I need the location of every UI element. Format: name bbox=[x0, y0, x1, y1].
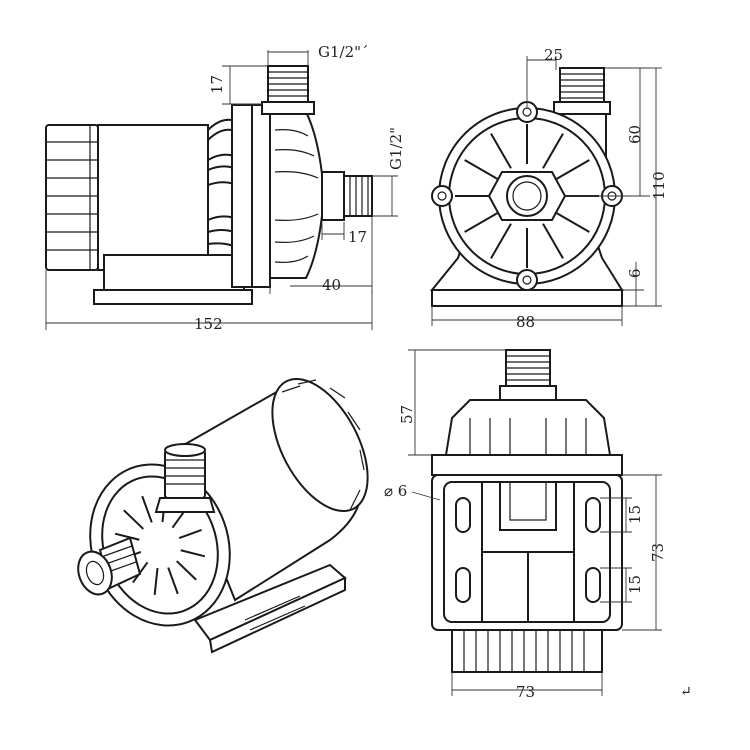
housing-rib bbox=[178, 528, 202, 539]
return-marker: ↵ bbox=[680, 684, 692, 700]
width-17-label: 17 bbox=[348, 228, 367, 246]
length-40-label: 40 bbox=[322, 276, 341, 294]
housing-rib bbox=[123, 509, 144, 530]
height-110-label: 110 bbox=[650, 171, 668, 200]
slot-15-bottom-label: 15 bbox=[626, 575, 644, 594]
total-152-label: 152 bbox=[194, 315, 223, 333]
housing-rib bbox=[464, 159, 500, 181]
housing-rib bbox=[167, 567, 179, 595]
housing-rib bbox=[464, 211, 500, 233]
housing-rib bbox=[141, 495, 153, 523]
base-6-label: 6 bbox=[626, 268, 644, 278]
housing-rib bbox=[542, 133, 564, 169]
offset-25-label: 25 bbox=[544, 46, 563, 64]
housing-rib bbox=[114, 532, 140, 541]
width-88-label: 88 bbox=[516, 313, 535, 331]
housing-rib bbox=[542, 223, 564, 259]
thread-top-label: G1/2"´ bbox=[318, 43, 369, 61]
isometric-view bbox=[77, 377, 369, 654]
height-17-label: 17 bbox=[208, 75, 226, 94]
width-73-label: 73 bbox=[516, 683, 535, 701]
slot-15-top-label: 15 bbox=[626, 505, 644, 524]
front-view: 25 60 110 6 88 bbox=[429, 46, 668, 331]
height-60-label: 60 bbox=[626, 125, 644, 144]
housing-rib bbox=[554, 159, 590, 181]
housing-rib bbox=[490, 223, 512, 259]
bottom-view: 57 ⌀ 6 15 15 73 73 bbox=[384, 349, 667, 701]
height-73-label: 73 bbox=[649, 543, 667, 562]
housing-rib bbox=[554, 211, 590, 233]
side-view: G1/2"´ 17 G1/2" 17 40 152 bbox=[45, 43, 405, 333]
housing-rib bbox=[180, 549, 206, 558]
thread-side-label: G1/2" bbox=[387, 127, 405, 170]
housing-rib bbox=[153, 567, 159, 595]
hole-dia-label: ⌀ 6 bbox=[384, 482, 407, 500]
housing-rib bbox=[490, 133, 512, 169]
height-57-label: 57 bbox=[398, 405, 416, 424]
housing-rib bbox=[176, 560, 197, 581]
